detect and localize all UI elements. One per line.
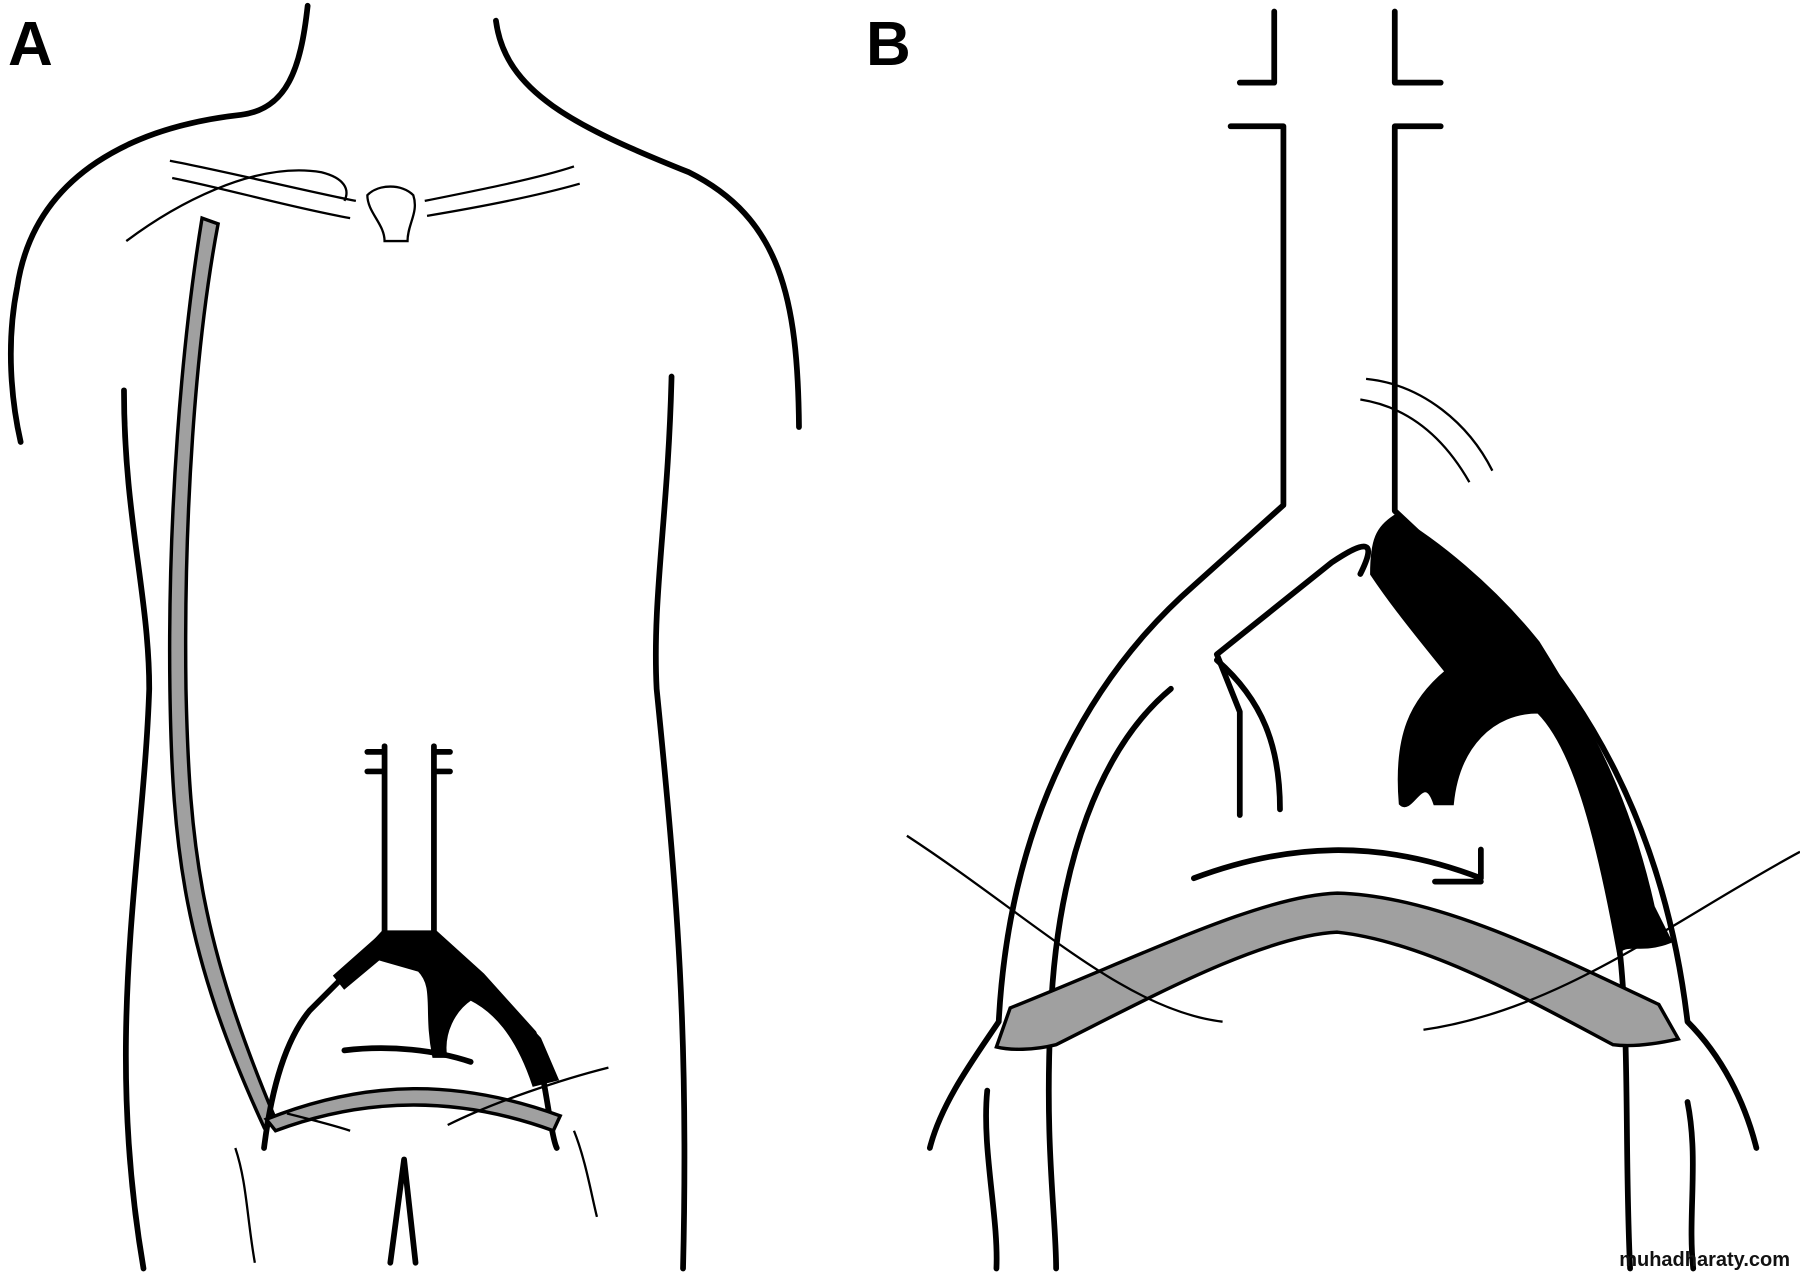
panel-b-femorofemoral-graft [994, 891, 1681, 1051]
panel-a-occluded-iliac [332, 930, 560, 1087]
panel-b-occluded-iliac [1370, 514, 1673, 959]
panel-a-aorta [234, 743, 609, 1263]
panel-a-torso [7, 2, 802, 1272]
panel-b-aorta [906, 8, 1800, 1272]
panel-label-a: A [8, 10, 53, 79]
panel-a-clavicles [125, 159, 581, 243]
panel-a-axillofemoral-graft [167, 215, 278, 1130]
panel-a-femorofemoral-graft [263, 1086, 563, 1133]
panel-label-b: B [866, 10, 911, 79]
watermark: muhadharaty.com [1619, 1249, 1790, 1271]
